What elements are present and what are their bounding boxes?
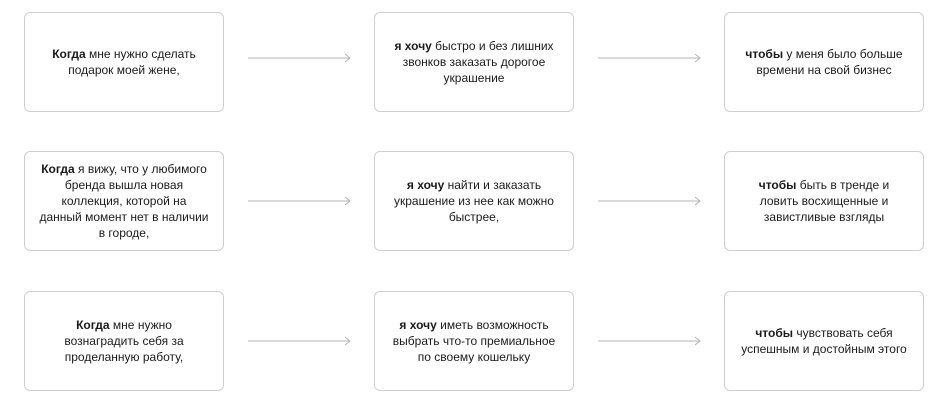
arrow-right-icon [598, 53, 701, 63]
when-keyword-3: Когда [76, 318, 110, 332]
arrow-right-icon [248, 53, 351, 63]
want-card-3: я хочу иметь возможность выбрать что-то … [374, 291, 574, 391]
so-keyword-1: чтобы [745, 47, 784, 61]
want-card-2: я хочу найти и заказать украшение из нее… [374, 151, 574, 251]
when-body-1: мне нужно сделать подарок моей жене, [68, 47, 196, 77]
want-keyword-1: я хочу [394, 39, 432, 53]
so-card-2: чтобы быть в тренде и ловить восхищенные… [724, 151, 924, 251]
so-text-3: чтобы чувствовать себя успешным и достой… [739, 325, 909, 357]
so-keyword-2: чтобы [758, 178, 797, 192]
so-text-2: чтобы быть в тренде и ловить восхищенные… [739, 177, 909, 225]
want-body-2: найти и заказать украшение из нее как мо… [394, 178, 554, 224]
arrow-right-icon [598, 196, 701, 206]
want-body-3: иметь возможность выбрать что-то премиал… [392, 318, 556, 364]
when-keyword-1: Когда [52, 47, 86, 61]
want-keyword-3: я хочу [399, 318, 437, 332]
when-card-2: Когда я вижу, что у любимого бренда вышл… [24, 151, 224, 251]
so-body-1: у меня было больше времени на свой бизне… [756, 47, 903, 77]
when-text-3: Когда мне нужно вознаградить себя за про… [39, 317, 209, 365]
when-text-1: Когда мне нужно сделать подарок моей жен… [39, 46, 209, 78]
want-text-1: я хочу быстро и без лишних звонков заказ… [389, 38, 559, 86]
when-card-3: Когда мне нужно вознаградить себя за про… [24, 291, 224, 391]
want-card-1: я хочу быстро и без лишних звонков заказ… [374, 12, 574, 112]
arrow-right-icon [598, 336, 701, 346]
so-text-1: чтобы у меня было больше времени на свой… [739, 46, 909, 78]
arrow-right-icon [248, 196, 351, 206]
want-text-3: я хочу иметь возможность выбрать что-то … [389, 317, 559, 365]
so-card-1: чтобы у меня было больше времени на свой… [724, 12, 924, 112]
so-body-3: чувствовать себя успешным и достойным эт… [741, 326, 907, 356]
arrow-right-icon [248, 336, 351, 346]
want-body-1: быстро и без лишних звонков заказать дор… [402, 39, 554, 85]
so-body-2: быть в тренде и ловить восхищенные и зав… [759, 178, 890, 224]
so-card-3: чтобы чувствовать себя успешным и достой… [724, 291, 924, 391]
want-keyword-2: я хочу [406, 178, 445, 192]
when-keyword-2: Когда [41, 162, 75, 176]
when-body-2: я вижу, что у любимого бренда вышла нова… [39, 162, 209, 240]
so-keyword-3: чтобы [755, 326, 794, 340]
when-body-3: мне нужно вознаградить себя за проделанн… [64, 318, 184, 364]
when-text-2: Когда я вижу, что у любимого бренда вышл… [39, 161, 209, 241]
when-card-1: Когда мне нужно сделать подарок моей жен… [24, 12, 224, 112]
want-text-2: я хочу найти и заказать украшение из нее… [389, 177, 559, 225]
